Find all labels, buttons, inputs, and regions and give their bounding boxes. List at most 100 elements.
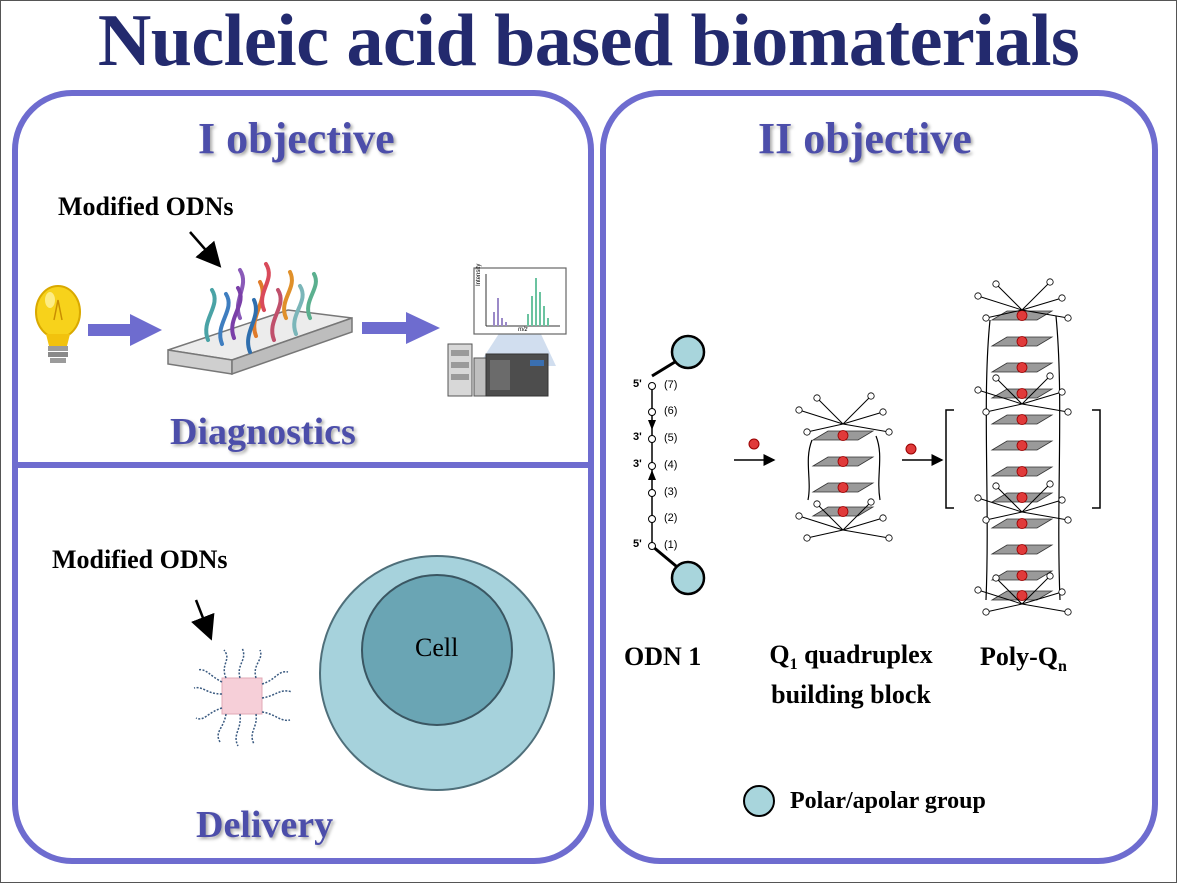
polar-group-node xyxy=(1064,314,1072,322)
polar-group-node xyxy=(885,534,893,542)
legend-text: Polar/apolar group xyxy=(790,788,986,814)
diagnostics-caption: Diagnostics xyxy=(170,411,356,453)
objective-one-panel xyxy=(12,90,594,864)
polar-group-node xyxy=(982,408,990,416)
polar-group-node xyxy=(867,498,875,506)
cation-icon xyxy=(1016,336,1028,347)
odn-position-label: (6) xyxy=(664,405,678,417)
glass-slide xyxy=(167,309,353,376)
polar-group-node xyxy=(974,586,982,594)
odn-position-label: (2) xyxy=(664,512,678,524)
odn-end-label: 3' xyxy=(633,458,642,470)
polyq-label: Poly-Qn xyxy=(980,642,1067,675)
polar-group-node xyxy=(1058,294,1066,302)
legend-marker-icon xyxy=(743,785,775,817)
odn-end-label: 3' xyxy=(633,431,642,443)
cation-icon xyxy=(837,482,849,493)
cation-icon xyxy=(837,456,849,467)
polar-group-node xyxy=(1064,608,1072,616)
poly-quadruplex-icon xyxy=(974,278,1072,616)
objective-two-heading: II objective xyxy=(758,114,972,163)
odn-end-label: 5' xyxy=(633,538,642,550)
polar-group-node xyxy=(879,514,887,522)
cation-icon xyxy=(1016,440,1028,451)
cation-icon xyxy=(837,506,849,517)
polar-group-node xyxy=(1046,480,1054,488)
panel-divider xyxy=(16,462,590,468)
polar-group-node xyxy=(1046,372,1054,380)
flow-arrow-2 xyxy=(362,312,440,344)
polar-group-node xyxy=(1058,588,1066,596)
cell-label: Cell xyxy=(415,633,459,662)
cation-icon xyxy=(1016,492,1028,503)
modified-odns-label-bottom: Modified ODNs xyxy=(52,545,228,574)
cation-icon xyxy=(905,443,917,455)
spectrum-xlabel: m/z xyxy=(518,327,528,333)
polar-group-node xyxy=(992,574,1000,582)
odn-position-label: (5) xyxy=(664,432,678,444)
odn-end-label: 5' xyxy=(633,378,642,390)
q1-label: Q1 quadruplex building block xyxy=(769,640,933,709)
polar-group-node xyxy=(795,512,803,520)
dna-strands-icon xyxy=(204,262,318,354)
polar-group-node xyxy=(992,374,1000,382)
polar-group-node xyxy=(974,386,982,394)
odn-position-label: (3) xyxy=(664,486,678,498)
bracket-left xyxy=(945,409,954,509)
polar-group-node xyxy=(1058,388,1066,396)
spectrum-plot xyxy=(473,267,567,335)
odn-label: ODN 1 xyxy=(624,642,702,671)
polar-group-node xyxy=(992,280,1000,288)
polar-group-node xyxy=(1064,516,1072,524)
polar-group-node xyxy=(982,516,990,524)
polar-group-bottom xyxy=(670,560,706,596)
cation-icon xyxy=(748,438,760,450)
polar-group-node xyxy=(803,534,811,542)
objective-one-heading: I objective xyxy=(198,114,395,163)
odn-position-label: (1) xyxy=(664,539,678,551)
polar-group-node xyxy=(867,392,875,400)
cation-icon xyxy=(1016,570,1028,581)
cation-icon xyxy=(837,430,849,441)
nanoparticle-icon xyxy=(193,647,293,747)
polar-group-node xyxy=(974,494,982,502)
cation-icon xyxy=(1016,310,1028,321)
modified-odns-label-top: Modified ODNs xyxy=(58,192,234,221)
cation-icon xyxy=(1016,544,1028,555)
polar-group-node xyxy=(813,500,821,508)
polar-group-top xyxy=(670,334,706,370)
odn-position-label: (4) xyxy=(664,459,678,471)
polar-group-node xyxy=(879,408,887,416)
cation-icon xyxy=(1016,466,1028,477)
polar-group-node xyxy=(1046,572,1054,580)
objective-two-panel xyxy=(600,90,1158,864)
bracket-right xyxy=(1092,409,1101,509)
polar-group-node xyxy=(1058,496,1066,504)
cell-icon xyxy=(319,555,555,791)
cation-icon xyxy=(1016,414,1028,425)
polar-group-node xyxy=(803,428,811,436)
odn-position-label: (7) xyxy=(664,379,678,391)
polar-group-node xyxy=(974,292,982,300)
polar-group-node xyxy=(982,608,990,616)
cation-icon xyxy=(1016,590,1028,601)
cation-icon xyxy=(1016,388,1028,399)
spectrum-ylabel: Intensity xyxy=(476,263,482,286)
polar-group-node xyxy=(885,428,893,436)
polar-group-node xyxy=(982,314,990,322)
main-title: Nucleic acid based biomaterials xyxy=(97,0,1080,82)
cation-icon xyxy=(1016,362,1028,373)
pointer-arrow-bottom xyxy=(191,599,215,641)
lightbulb-icon xyxy=(35,285,81,363)
polar-group-node xyxy=(795,406,803,414)
polar-group-node xyxy=(992,482,1000,490)
quadruplex-icon xyxy=(795,392,893,542)
polar-group-node xyxy=(1046,278,1054,286)
pointer-arrow-top xyxy=(189,231,222,268)
cation-icon xyxy=(1016,518,1028,529)
polar-group-node xyxy=(1064,408,1072,416)
flow-arrow-1 xyxy=(88,314,162,346)
polar-group-node xyxy=(813,394,821,402)
odn-strand xyxy=(648,334,706,596)
